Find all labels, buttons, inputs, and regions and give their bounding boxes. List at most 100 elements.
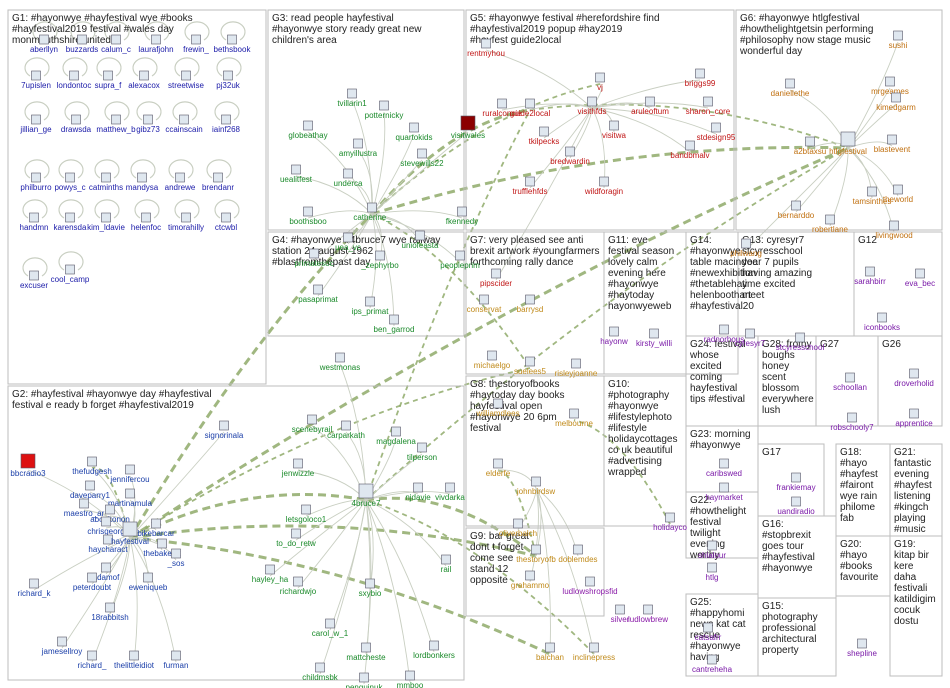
- node-sarahbirr[interactable]: sarahbirr: [854, 266, 886, 286]
- node-hayley-ha[interactable]: hayley_ha: [252, 564, 289, 584]
- node-kimedgarm[interactable]: kimedgarm: [876, 92, 916, 112]
- node-sharon-core[interactable]: sharon_core: [686, 96, 731, 116]
- node-buzzards[interactable]: buzzards: [66, 34, 98, 54]
- node-kirsty-willi[interactable]: kirsty_willi: [636, 328, 672, 348]
- node-briggs99[interactable]: briggs99: [685, 68, 716, 88]
- node-conservat[interactable]: conservat: [467, 294, 502, 314]
- node-johnbirdsw[interactable]: johnbirdsw: [516, 476, 555, 496]
- node-sushi[interactable]: sushi: [889, 30, 908, 50]
- node-letsgoloco1[interactable]: letsgoloco1: [286, 504, 327, 524]
- node-handmn[interactable]: handmn: [20, 212, 49, 232]
- node-bethsbook[interactable]: bethsbook: [214, 34, 252, 54]
- node-richard-[interactable]: richard_: [78, 650, 107, 670]
- node-mattcheste[interactable]: mattcheste: [346, 642, 386, 662]
- node-mrgeames[interactable]: mrgeames: [871, 76, 909, 96]
- node-ludlowshropsfid[interactable]: ludlowshropsfid: [562, 576, 618, 596]
- node-childmsbk[interactable]: childmsbk: [302, 662, 339, 682]
- node-thebakerst[interactable]: thebakerst: [143, 538, 181, 558]
- node-peterdoubt[interactable]: peterdoubt: [73, 572, 112, 592]
- node-boothsboo[interactable]: boothsboo: [289, 206, 327, 226]
- node-thelittleidiot[interactable]: thelittleidiot: [114, 650, 155, 670]
- node-oliverbalch[interactable]: oliverbalch: [499, 518, 537, 538]
- node-potternicky[interactable]: potternicky: [365, 100, 404, 120]
- node-iainf268[interactable]: iainf268: [212, 114, 241, 134]
- node-fkennedy[interactable]: fkennedy: [446, 206, 478, 226]
- node-iconbooks[interactable]: iconbooks: [864, 312, 900, 332]
- node-bikebarcar[interactable]: bikebarcar: [137, 518, 175, 538]
- node-cyresyr7[interactable]: cyresyr7: [735, 328, 766, 348]
- node-aberllyn[interactable]: aberllyn: [30, 34, 58, 54]
- node-apprentice[interactable]: apprentice: [895, 408, 933, 428]
- node-ips-primat[interactable]: ips_primat: [352, 296, 390, 316]
- node-holidayco[interactable]: holidayco: [653, 512, 687, 532]
- node-philwang[interactable]: philwang: [730, 238, 762, 258]
- node-shlalour[interactable]: shlalour: [698, 540, 726, 560]
- node-ctcwbl[interactable]: ctcwbl: [215, 212, 237, 232]
- node-vj[interactable]: vj: [595, 72, 605, 92]
- node-furman[interactable]: furman: [164, 650, 189, 670]
- node-doblemdes[interactable]: doblemdes: [558, 544, 598, 564]
- node-chrisgeorg[interactable]: chrisgeorg: [87, 516, 125, 536]
- node-brendanr[interactable]: brendanr: [202, 172, 234, 192]
- node-jamesellroy[interactable]: jamesellroy: [41, 636, 82, 656]
- node-jennifercou[interactable]: jennifercou: [109, 464, 150, 484]
- node-mmboo[interactable]: mmboo: [397, 670, 424, 688]
- node-magdalena[interactable]: magdalena: [376, 426, 416, 446]
- node-haycharact[interactable]: haycharact: [88, 534, 128, 554]
- node-silver[interactable]: silver: [611, 604, 630, 624]
- node-to-do-retw[interactable]: to_do_retw: [276, 528, 316, 548]
- node-visitwa[interactable]: visitwa: [602, 120, 627, 140]
- node-lordbonkers[interactable]: lordbonkers: [413, 640, 455, 660]
- node-melbourne[interactable]: melbourne: [555, 408, 593, 428]
- node-htlgfestival[interactable]: htlgfestival: [829, 131, 867, 156]
- node-shepline[interactable]: shepline: [847, 638, 877, 658]
- node-catsafrr[interactable]: catsafrr: [695, 622, 722, 642]
- node-a2btaxsu[interactable]: a2btaxsu: [794, 136, 826, 156]
- node-rail[interactable]: rail: [441, 554, 452, 574]
- node-visitwales[interactable]: visitwales: [451, 115, 485, 140]
- node-grahammo[interactable]: grahammo: [511, 570, 550, 590]
- node-westmonas[interactable]: westmonas: [319, 352, 360, 372]
- node-timorahilly[interactable]: timorahilly: [168, 212, 204, 232]
- node-schoollan[interactable]: schoollan: [833, 372, 867, 392]
- node-uea-vc[interactable]: uea_vc: [335, 232, 361, 252]
- node-helenfoc[interactable]: helenfoc: [131, 212, 161, 232]
- node-supra-f[interactable]: supra_f: [95, 70, 122, 90]
- node-tvillarin1[interactable]: tvillarin1: [337, 88, 367, 108]
- node-drawsda[interactable]: drawsda: [61, 114, 92, 134]
- node-eweniqueb[interactable]: eweniqueb: [129, 572, 168, 592]
- node-karensda[interactable]: karensda: [54, 212, 87, 232]
- node-bernarddo[interactable]: bernarddo: [778, 200, 815, 220]
- node-njdavie[interactable]: njdavie: [405, 482, 431, 502]
- node-williamdlees[interactable]: williamdlees: [475, 398, 520, 418]
- node-catherine-[interactable]: catherine_: [353, 202, 391, 222]
- node-andrewe[interactable]: andrewe: [165, 172, 196, 192]
- node-daveparry1[interactable]: daveparry1: [70, 480, 111, 500]
- node-18rabbitsh[interactable]: 18rabbitsh: [91, 602, 129, 622]
- node-kim-ldavie[interactable]: kim_ldavie: [87, 212, 125, 232]
- node-vivdarka[interactable]: vivdarka: [435, 482, 465, 502]
- node-philburro[interactable]: philburro: [20, 172, 52, 192]
- node-carol-w-1[interactable]: carol_w_1: [312, 618, 349, 638]
- node-suelees5[interactable]: suelees5: [514, 356, 547, 376]
- node-peopleprim[interactable]: peopleprim: [440, 250, 480, 270]
- node-uealitfest[interactable]: uealitfest: [280, 164, 313, 184]
- node-robertlane[interactable]: robertlane: [812, 214, 849, 234]
- node-balchan[interactable]: balchan: [536, 642, 564, 662]
- node-richardwjo[interactable]: richardwjo: [280, 576, 317, 596]
- node-penguinuk[interactable]: penguinuk: [346, 672, 384, 688]
- node-ruralconcie[interactable]: ruralconcie: [482, 98, 522, 118]
- node-thestoryofb[interactable]: thestoryofb: [516, 544, 556, 564]
- node-signorinala[interactable]: signorinala: [205, 420, 244, 440]
- node-globeathay[interactable]: globeathay: [288, 120, 328, 140]
- node-ludlowbrew[interactable]: ludlowbrew: [628, 604, 668, 624]
- node-theworld[interactable]: theworld: [883, 184, 913, 204]
- node-martinamula[interactable]: martinamula: [108, 488, 153, 508]
- node-catminths[interactable]: catminths: [89, 172, 123, 192]
- node-tilperson[interactable]: tilperson: [407, 442, 437, 462]
- node-streetwise[interactable]: streetwise: [168, 70, 205, 90]
- node-jillian-ge[interactable]: jillian_ge: [19, 114, 52, 134]
- node-primatesoc[interactable]: primatesoc: [294, 248, 334, 268]
- node-frankiemay[interactable]: frankiemay: [776, 472, 816, 492]
- node-trufflehfds[interactable]: trufflehfds: [513, 176, 548, 196]
